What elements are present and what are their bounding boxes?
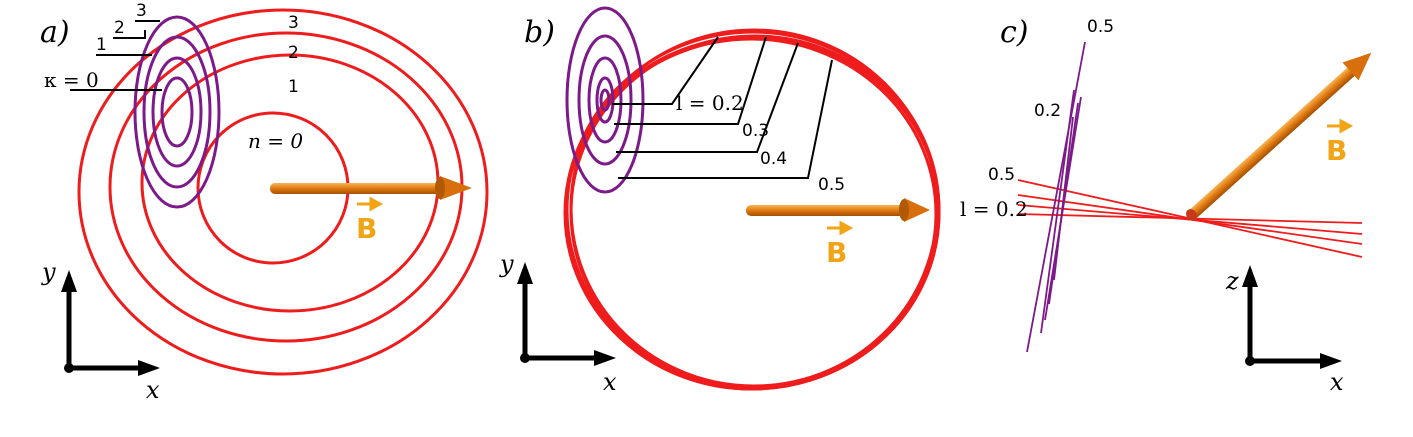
l-label-2: 0.4 (760, 149, 787, 169)
field-vector-hat-b (827, 220, 854, 236)
field-label-a: B (356, 212, 377, 245)
axis-z-label-c: z (1225, 267, 1239, 295)
n-label-2: 2 (288, 43, 299, 63)
kappa-label-3: 3 (136, 1, 147, 21)
kappa-label-0: κ = 0 (44, 68, 99, 92)
l-label-0: l = 0.2 (676, 91, 744, 115)
vortex-k1 (151, 56, 203, 168)
axes-b (517, 262, 616, 366)
n-label-0: n = 0 (248, 129, 303, 153)
axis-y-label-a: y (41, 258, 56, 286)
l-label-1: 0.3 (742, 121, 769, 141)
kappa-leaders (70, 20, 162, 91)
purple-label-02: 0.2 (1034, 101, 1061, 121)
field-arrow-a (270, 176, 472, 200)
axes-c (1242, 265, 1342, 369)
red-label-05: 0.5 (988, 165, 1015, 185)
n-label-3: 3 (288, 13, 299, 33)
axis-x-label-b: x (603, 368, 617, 396)
vortex-k2 (142, 35, 212, 189)
vortex-k0 (160, 76, 194, 148)
kappa-label-2: 2 (114, 18, 125, 38)
vortex-k3 (133, 15, 221, 209)
n-label-1: 1 (288, 77, 299, 97)
kappa-label-1: 1 (96, 35, 107, 55)
panel-b: b) l = 0.2 0.3 0.4 0.5 (499, 6, 941, 396)
panel-c-label: c) (1000, 15, 1029, 50)
field-vector-hat-c (1327, 118, 1354, 134)
purple-vortex-b (565, 6, 645, 194)
purple-label-05: 0.5 (1087, 17, 1114, 37)
purple-lines-c (1026, 41, 1086, 353)
red-orbits-b (563, 28, 941, 391)
l-leaders (612, 36, 833, 179)
axis-x-label-c: x (1330, 368, 1344, 396)
field-vector-hat-a (357, 196, 384, 212)
field-arrow-b (746, 198, 930, 222)
field-arrow-c (1186, 52, 1372, 221)
axis-y-label-b: y (499, 250, 514, 278)
axes-a (61, 270, 160, 376)
panel-b-label: b) (524, 15, 555, 50)
field-label-c: B (1326, 134, 1347, 167)
axis-x-label-a: x (146, 376, 160, 404)
field-label-b: B (826, 236, 847, 269)
l-label-3: 0.5 (818, 175, 845, 195)
purple-vortex-a (133, 15, 221, 209)
red-label-02: l = 0.2 (960, 197, 1028, 221)
panel-c: c) 0.5 0.2 0.5 l = 0.2 B (960, 15, 1372, 396)
panel-a-label: a) (40, 15, 70, 50)
orbit-n3 (77, 8, 489, 376)
panel-a: a) κ = 0 1 2 3 n = 0 1 2 3 (40, 1, 489, 404)
